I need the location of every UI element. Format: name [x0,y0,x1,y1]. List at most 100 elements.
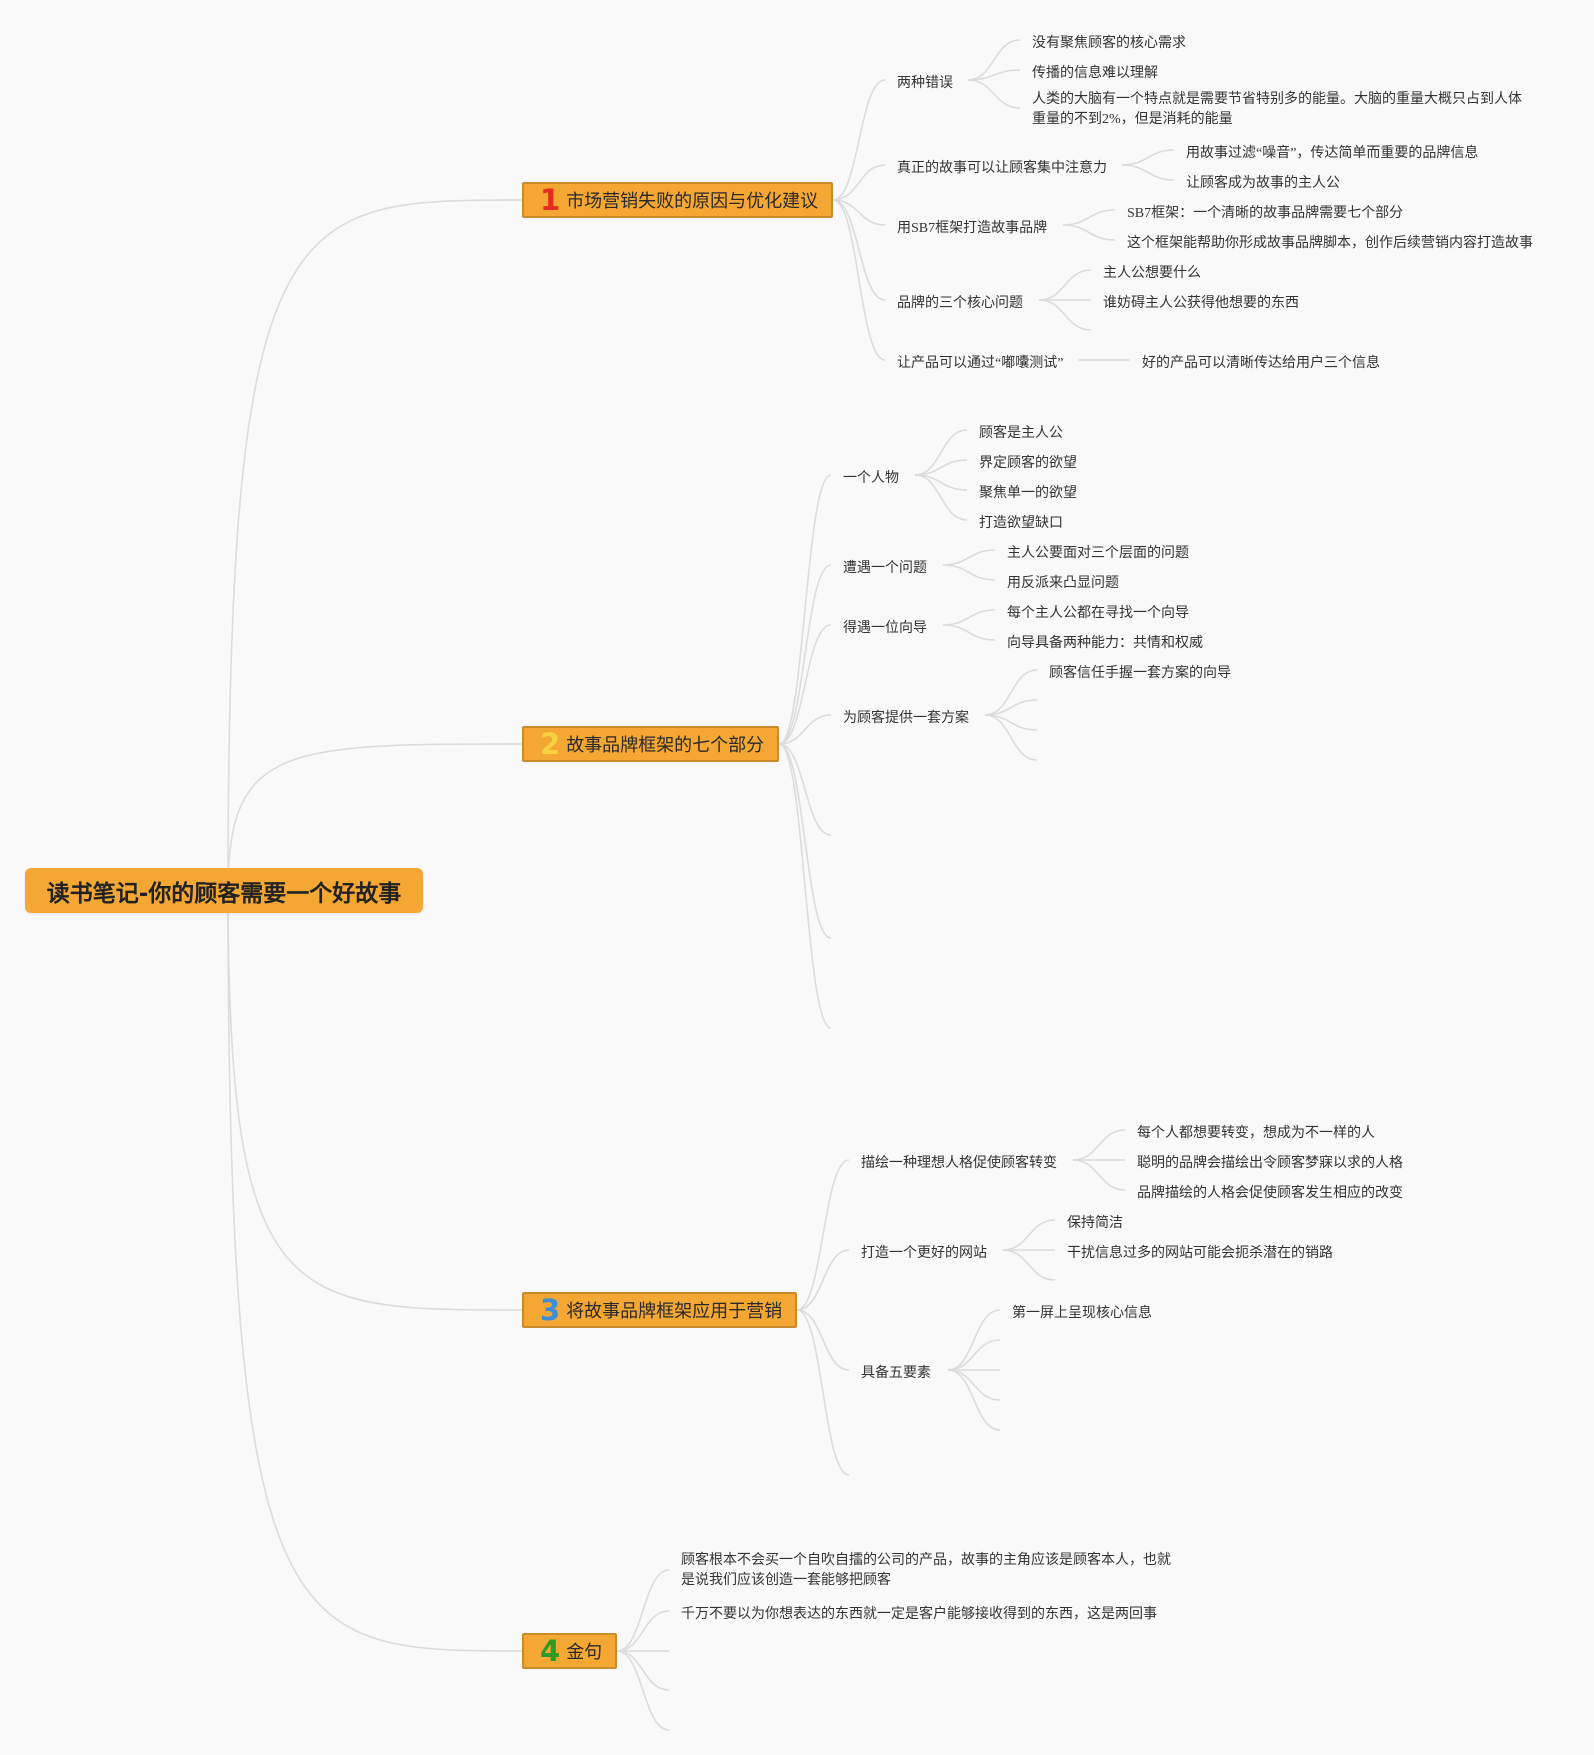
leaf-topic[interactable]: 干扰信息过多的网站可能会扼杀潜在的销路 [1067,1246,1333,1261]
subtopic-sb7-framework[interactable]: 用SB7框架打造故事品牌 [897,221,1048,236]
connector-line [1062,209,1116,226]
subtopic-ideal-identity[interactable]: 描绘一种理想人格促使顾客转变 [861,1156,1057,1171]
leaf-topic[interactable]: 向导具备两种能力：共情和权威 [1007,636,1203,651]
branch-3-topic[interactable]: 3 将故事品牌框架应用于营销 [522,1292,797,1328]
connector-line [1002,1249,1056,1281]
root-connector-line [227,889,523,1311]
leaf-topic[interactable]: 第一屏上呈现核心信息 [1012,1306,1152,1321]
number-2-icon: 2 [540,726,561,761]
number-4-icon: 4 [540,1633,561,1668]
leaf-topic[interactable]: 品牌描绘的人格会促使顾客发生相应的改变 [1137,1186,1403,1201]
subtopic-focus-attention[interactable]: 真正的故事可以让顾客集中注意力 [897,161,1107,176]
subtopic-two-errors[interactable]: 两种错误 [897,76,953,91]
subtopic-has-a-problem[interactable]: 遭遇一个问题 [843,561,927,576]
connector-line [616,1610,670,1652]
leaf-topic[interactable]: 主人公想要什么 [1103,266,1201,281]
leaf-topic[interactable]: 打造欲望缺口 [979,516,1063,531]
connector-line [778,743,832,1029]
number-1-icon: 1 [540,182,561,217]
branch-1-label: 市场营销失败的原因与优化建议 [566,191,819,212]
connector-line [984,669,1038,716]
subtopic-gives-a-plan[interactable]: 为顾客提供一套方案 [843,711,969,726]
connector-line [942,564,996,581]
leaf-topic[interactable]: 用故事过滤“噪音”，传达简单而重要的品牌信息 [1186,146,1479,161]
connector-line [616,1650,670,1731]
connector-line [984,714,1038,761]
root-connector-line [227,743,523,891]
connector-line [1072,1159,1126,1191]
leaf-topic[interactable]: 顾客信任手握一套方案的向导 [1049,666,1231,681]
connector-line [1002,1219,1056,1251]
leaf-topic[interactable]: 传播的信息难以理解 [1032,66,1158,81]
connector-line [778,624,832,745]
connector-line [947,1369,1001,1431]
connector-line [914,474,968,521]
branch-3-label: 将故事品牌框架应用于营销 [566,1301,783,1322]
leaf-topic[interactable]: 人类的大脑有一个特点就是需要节省特别多的能量。大脑的重量大概只占到人体重量的不到… [1032,92,1522,127]
branch-4-label: 金句 [566,1642,603,1663]
root-connector-line [227,889,523,1652]
connector-line [832,164,886,201]
leaf-topic[interactable]: 聪明的品牌会描绘出令顾客梦寐以求的人格 [1137,1156,1403,1171]
leaf-topic[interactable]: 聚焦单一的欲望 [979,486,1077,501]
connector-line [832,79,886,201]
connector-line [942,609,996,626]
connector-line [796,1309,850,1371]
connector-line [1121,164,1175,181]
subtopic-a-character[interactable]: 一个人物 [843,471,899,486]
subtopic-mumble-test[interactable]: 让产品可以通过“嘟囔测试” [897,356,1064,371]
connector-line [796,1159,850,1311]
connector-line [832,199,886,301]
leaf-topic[interactable]: 界定顾客的欲望 [979,456,1077,471]
leaf-topic[interactable]: 好的产品可以清晰传达给用户三个信息 [1142,356,1380,371]
branch-4-topic[interactable]: 4 金句 [522,1633,617,1669]
leaf-topic[interactable]: 用反派来凸显问题 [1007,576,1119,591]
connector-line [778,714,832,745]
connector-line [796,1249,850,1311]
root-connector-line [227,199,523,891]
connector-line [616,1569,670,1652]
leaf-topic[interactable]: SB7框架：一个清晰的故事品牌需要七个部分 [1127,206,1404,221]
connector-line [942,624,996,641]
connector-line [778,743,832,939]
connector-line [1072,1129,1126,1161]
connector-line [914,429,968,476]
connector-line [967,79,1021,109]
connector-line [947,1339,1001,1371]
connector-line [1038,299,1092,331]
subtopic-meets-a-guide[interactable]: 得遇一位向导 [843,621,927,636]
quote-item[interactable]: 千万不要以为你想表达的东西就一定是客户能够接收得到的东西，这是两回事 [681,1607,1157,1622]
connector-line [832,199,886,226]
connector-line [796,1309,850,1476]
leaf-topic[interactable]: 保持简洁 [1067,1216,1123,1231]
leaf-topic[interactable]: 这个框架能帮助你形成故事品牌脚本，创作后续营销内容打造故事 [1127,236,1533,251]
subtopic-five-elements[interactable]: 具备五要素 [861,1366,931,1381]
leaf-topic[interactable]: 每个主人公都在寻找一个向导 [1007,606,1189,621]
connector-line [616,1650,670,1691]
leaf-topic[interactable]: 让顾客成为故事的主人公 [1186,176,1340,191]
leaf-topic[interactable]: 主人公要面对三个层面的问题 [1007,546,1189,561]
connector-line [947,1309,1001,1371]
branch-2-topic[interactable]: 2 故事品牌框架的七个部分 [522,726,779,762]
connector-line [942,549,996,566]
connector-line [1062,224,1116,241]
subtopic-better-website[interactable]: 打造一个更好的网站 [861,1246,987,1261]
connector-line [778,564,832,745]
connector-line [1121,149,1175,166]
leaf-topic[interactable]: 没有聚焦顾客的核心需求 [1032,36,1186,51]
connector-line [947,1369,1001,1401]
subtopic-three-core-questions[interactable]: 品牌的三个核心问题 [897,296,1023,311]
connector-line [967,39,1021,81]
root-topic[interactable]: 读书笔记-你的顾客需要一个好故事 [25,868,423,913]
connector-line [1038,269,1092,301]
connector-line [778,474,832,745]
leaf-topic[interactable]: 每个人都想要转变，想成为不一样的人 [1137,1126,1375,1141]
branch-2-label: 故事品牌框架的七个部分 [566,735,765,756]
quote-item[interactable]: 顾客根本不会买一个自吹自擂的公司的产品，故事的主角应该是顾客本人，也就是说我们应… [681,1553,1171,1588]
connector-line [832,199,886,361]
leaf-topic[interactable]: 顾客是主人公 [979,426,1063,441]
branch-1-topic[interactable]: 1 市场营销失败的原因与优化建议 [522,182,833,218]
leaf-topic[interactable]: 谁妨碍主人公获得他想要的东西 [1103,296,1299,311]
